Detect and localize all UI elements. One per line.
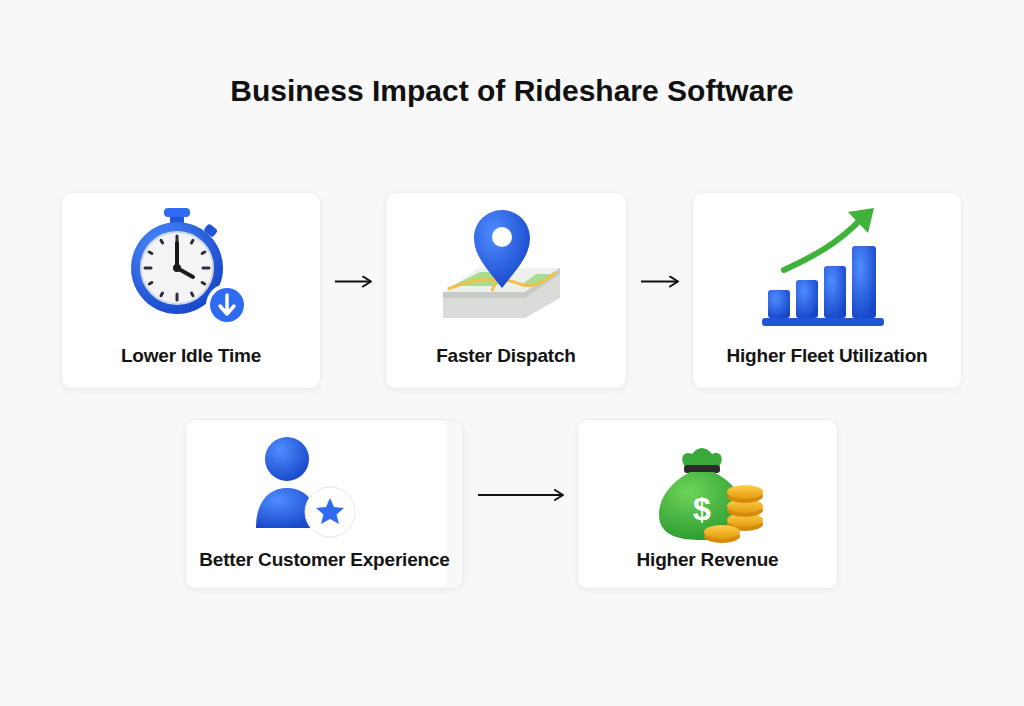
clock-tick — [161, 293, 163, 296]
clock-tick — [192, 293, 194, 296]
map-pin-icon — [443, 210, 560, 318]
flow-arrow — [478, 494, 563, 496]
card-label: Higher Revenue — [629, 549, 787, 571]
clock-tick — [145, 267, 151, 270]
clock-tick — [202, 283, 205, 285]
money-bag-icon: $ — [659, 448, 763, 543]
card-fill — [577, 419, 838, 589]
clock-tick — [176, 294, 179, 300]
card-label: Better Customer Experience — [191, 549, 457, 571]
clock-tick — [192, 240, 194, 243]
flow-arrow — [335, 281, 371, 283]
impact-card: Higher Revenue — [577, 419, 838, 589]
dollar-sign: $ — [693, 491, 711, 527]
bar-chart-icon — [762, 208, 884, 326]
clock-tick — [202, 252, 205, 254]
impact-card: Faster Dispatch — [385, 192, 627, 389]
card-fill — [61, 192, 321, 389]
card-label: Lower Idle Time — [113, 345, 269, 367]
clock-tick — [161, 240, 163, 243]
impact-card: Higher Fleet Utilization — [692, 192, 962, 389]
coin-stack — [704, 485, 763, 543]
stopwatch-icon — [131, 208, 248, 326]
diagram-title: Business Impact of Rideshare Software — [0, 74, 1024, 108]
impact-card: Lower Idle Time — [61, 192, 321, 389]
clock-tick — [203, 267, 209, 270]
clock-tick — [149, 283, 152, 285]
customer-icon — [256, 437, 355, 537]
card-label: Higher Fleet Utilization — [718, 345, 935, 367]
card-fills — [61, 192, 962, 589]
card-fill — [385, 192, 627, 389]
impact-card: Better Customer Experience — [185, 419, 464, 589]
flow-arrow — [641, 281, 678, 283]
card-label: Faster Dispatch — [428, 345, 584, 367]
clock-tick — [149, 252, 152, 254]
card-fill — [692, 192, 962, 389]
